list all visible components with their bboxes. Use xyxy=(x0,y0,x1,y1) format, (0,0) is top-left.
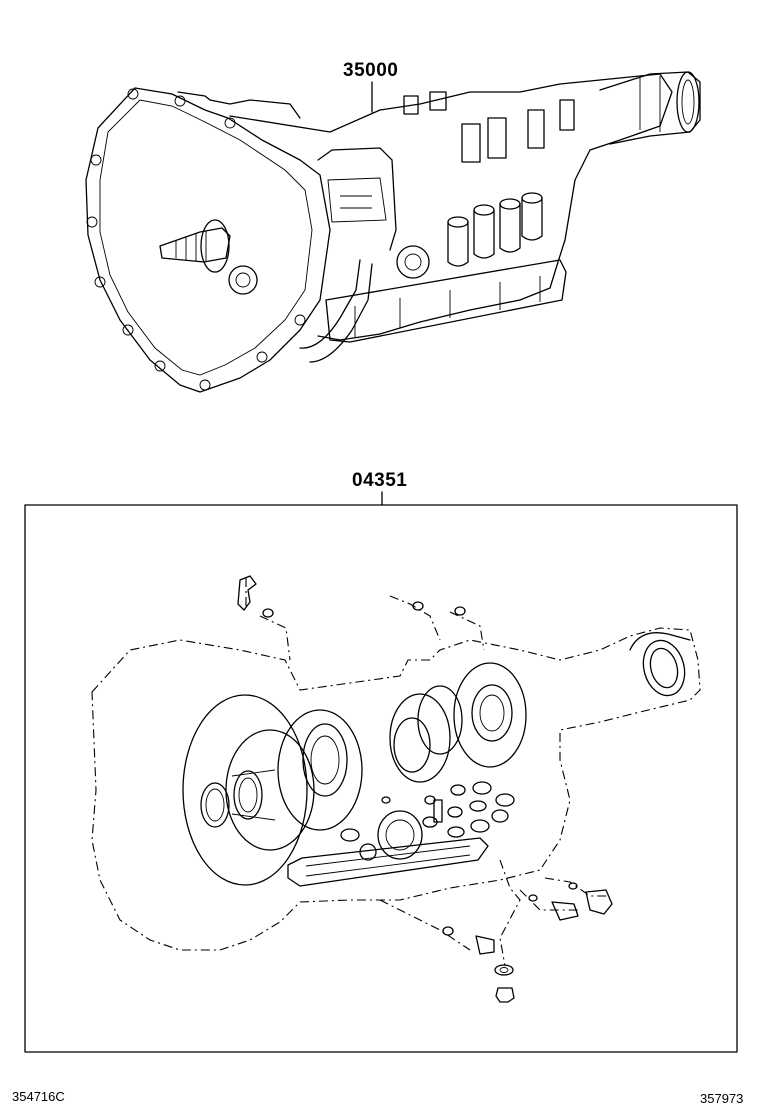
gasket-kit-illustration xyxy=(91,575,701,1003)
footer-ref-left: 354716C xyxy=(12,1089,65,1104)
transmission-assembly-illustration xyxy=(85,71,701,393)
kit-frame xyxy=(24,504,738,1053)
footer-ref-right: 357973 xyxy=(700,1091,744,1106)
assembly-part-number: 35000 xyxy=(343,60,399,81)
kit-part-number: 04351 xyxy=(352,470,408,491)
